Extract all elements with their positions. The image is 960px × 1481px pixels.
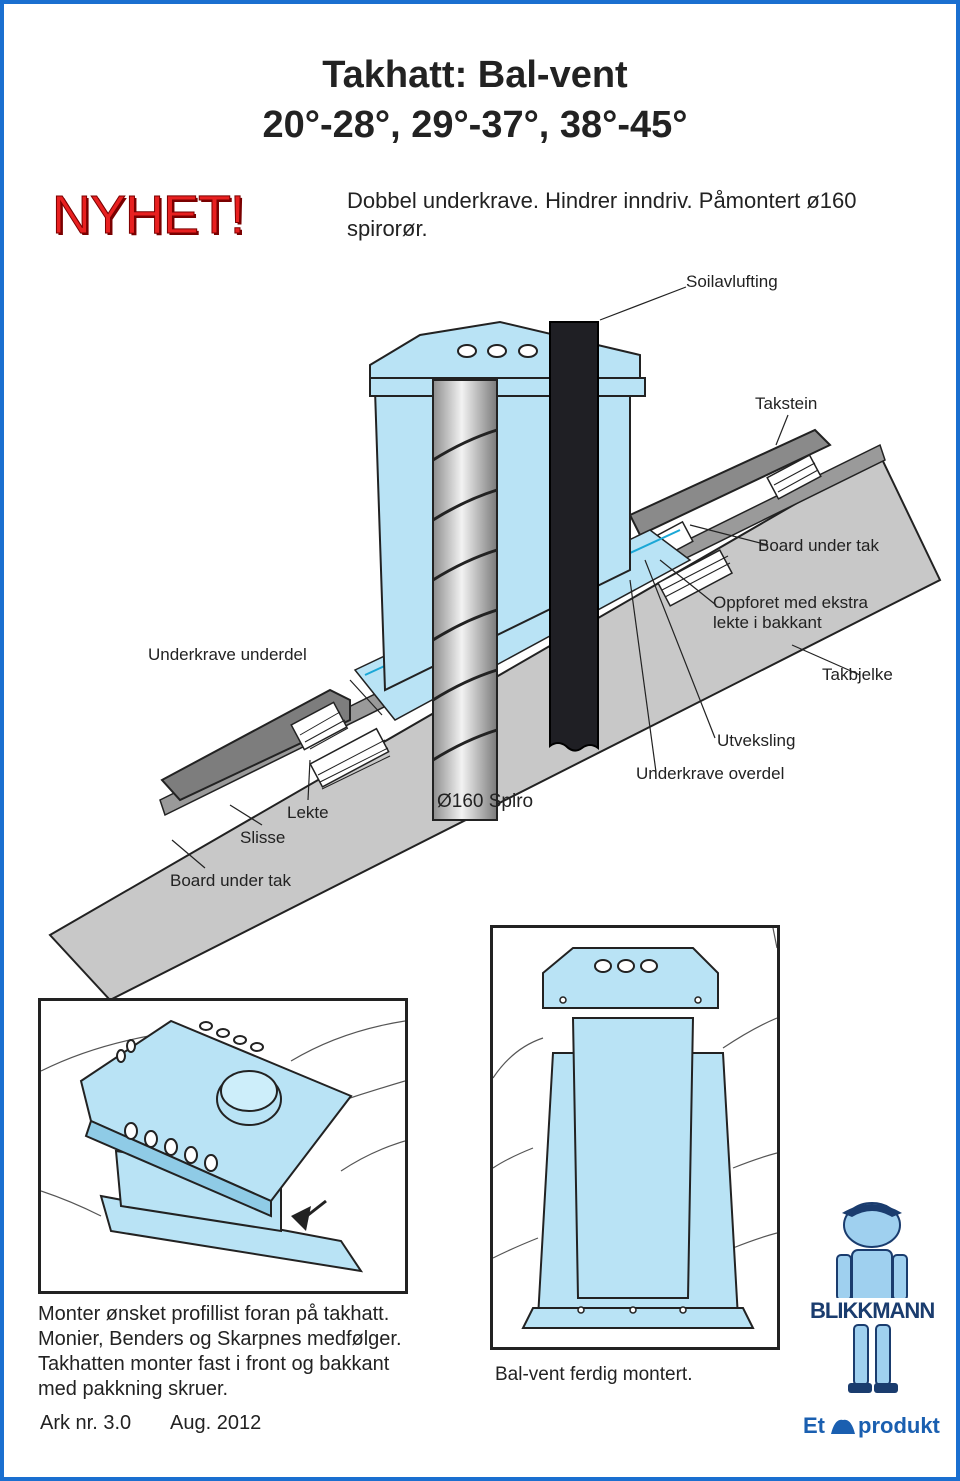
installed-illustration xyxy=(492,927,778,1329)
lekte-battens xyxy=(290,454,822,788)
nyhet-badge: NYHET! xyxy=(51,185,245,246)
ark-number: Ark nr. 3.0 xyxy=(40,1412,132,1434)
detail-box-left xyxy=(38,998,408,1294)
label-board-under-tak-right: Board under tak xyxy=(758,536,879,555)
logo-produkt: produkt xyxy=(858,1413,940,1438)
tagline: Dobbel underkrave. Hindrer inndriv. Påmo… xyxy=(347,188,857,241)
company-mark-icon xyxy=(831,1419,855,1434)
caption-installed: Bal-vent ferdig montert. xyxy=(495,1364,693,1385)
date: Aug. 2012 xyxy=(170,1412,262,1434)
label-takbjelke: Takbjelke xyxy=(822,665,893,684)
label-spiro: Ø160 Spiro xyxy=(437,791,534,812)
label-board-under-tak-left: Board under tak xyxy=(170,871,291,890)
label-takstein: Takstein xyxy=(755,394,818,413)
mounting-illustration xyxy=(40,1019,406,1273)
angle-ranges: 20°-28°, 29°-37°, 38°-45° xyxy=(262,104,688,146)
page-title: Takhatt: Bal-vent xyxy=(322,54,628,96)
label-oppforet: Oppforet med ekstra lekte i bakkant xyxy=(713,593,868,632)
label-underkrave-overdel: Underkrave overdel xyxy=(636,764,785,783)
label-lekte: Lekte xyxy=(287,803,329,822)
label-utveksling: Utveksling xyxy=(717,731,796,750)
label-underkrave-underdel: Underkrave underdel xyxy=(148,645,307,664)
logo-brand: BLIKKMANN xyxy=(808,1298,937,1324)
label-slisse: Slisse xyxy=(240,828,286,847)
blikkmann-mascot-icon xyxy=(836,1202,908,1393)
instructions-text: Monter ønsket profillist foran på takhat… xyxy=(38,1303,402,1400)
detail-box-right xyxy=(490,925,780,1350)
main-illustration xyxy=(48,286,942,1000)
label-soilavlufting: Soilavlufting xyxy=(686,272,778,291)
logo-et: Et xyxy=(803,1413,825,1438)
